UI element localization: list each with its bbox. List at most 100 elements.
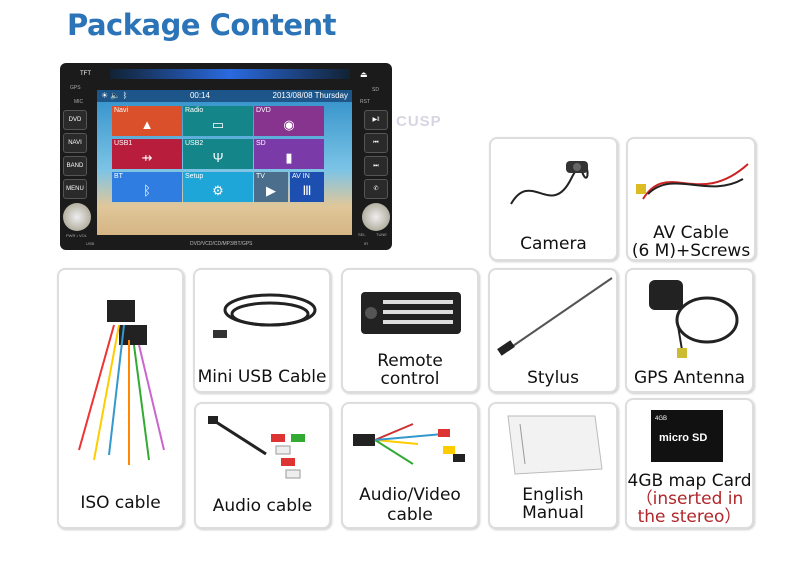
item-note-2: the stereo） [637,507,742,527]
usb2-icon: Ψ [212,150,224,165]
setup-icon: ⚙ [212,183,224,198]
item-label: 4GB map Card [627,471,752,491]
menu-button: MENU [63,179,87,199]
tile-label: Navi [114,107,129,114]
tile-label: USB2 [185,140,204,147]
tile-bt: BT ᛒ [112,172,182,202]
remote-image [361,292,461,334]
usb1-icon: ⇸ [141,150,153,165]
car-stereo-image: TFT ⏏ GPS MIC SD RST DVD NAVI BAND MENU … [60,63,392,250]
ir-label: IR [364,241,368,246]
item-audio-video: Audio/Video cable [341,402,479,529]
navi-icon: ▲ [140,117,154,132]
iso-cable-image [78,300,165,465]
tile-radio: Radio ▭ [183,106,253,136]
item-label: Audio/Video [359,485,461,505]
item-label-2: Manual [522,503,584,523]
stereo-screen: ☀ 🔈 ᛒ 00:14 2013/08/08 Thursday Navi ▲ Rad… [97,90,352,235]
page-title: Package Content [67,8,337,42]
item-label-2: (6 M)+Screws [631,241,751,261]
item-stylus: Stylus [488,268,618,393]
item-gps: GPS Antenna [625,268,754,393]
item-label: Audio cable [212,496,313,516]
tile-label: AV IN [292,173,310,180]
watermark: CUSP [396,113,442,130]
date: 2013/08/08 Thursday [272,91,348,100]
item-map-card: 4GB micro SD 4GB map Card （inserted in t… [625,398,754,529]
tune-knob [362,203,390,231]
item-label: Stylus [527,368,579,388]
item-label: ISO cable [80,493,161,513]
item-remote: Remote control [341,268,479,393]
tile-label: SD [256,140,266,147]
sel-label: SEL [358,232,366,237]
tune-label: TUNE [376,232,387,237]
audio-cable-image [208,416,305,479]
tile-setup: Setup ⚙ [183,172,253,202]
item-label: Mini USB Cable [197,367,327,387]
tile-label: TV [256,173,265,180]
tile-label: Setup [185,173,204,180]
tile-sd: SD▮ [254,139,324,169]
tile-dvd: DVD ◉ [254,106,324,136]
tile-navi: Navi ▲ [112,106,182,136]
radio-icon: ▭ [211,117,225,132]
feature-label: DVD/VCD/CD/MP3/BT/GPS [190,241,253,247]
mini-usb-image [213,293,317,338]
tft-label: TFT [80,71,91,77]
tile-label: BT [114,173,123,180]
tile-label: DVD [256,107,271,114]
sd-label: SD [372,87,379,93]
tile-label: USB1 [114,140,133,147]
item-label-2: cable [387,505,433,525]
tile-av-in: AV IN Ⅲ [290,172,324,202]
clock: 00:14 [189,91,210,100]
av-cable-image [353,423,465,465]
manual-image [507,415,603,475]
item-label: Remote [377,351,443,371]
item-audio-cable: Audio cable [194,402,331,529]
prev-icon: ⏮ [364,133,388,153]
bt-icon: ᛒ [143,183,151,198]
item-av-cable: AV Cable (6 M)+Screws [626,137,756,261]
usb-label: USB [86,241,95,246]
play-pause-icon: ▶‖ [364,110,388,130]
item-label: GPS Antenna [633,368,746,388]
stylus-image [497,277,613,356]
tile-tv: TV▶ [254,172,288,202]
band-button: BAND [63,156,87,176]
gps-antenna-image [649,280,739,358]
av-in-icon: Ⅲ [302,183,312,198]
rst-label: RST [360,99,370,105]
card-brand: micro SD [659,432,708,444]
pwr-label: PWR • VOL [66,233,87,238]
dvd-icon: ◉ [283,117,295,132]
item-mini-usb: Mini USB Cable [193,268,331,393]
item-iso-cable: ISO cable [57,268,184,529]
item-label-2: control [380,369,440,389]
tile-usb1: USB1 ⇸ [112,139,182,169]
av-cable-image [636,163,749,200]
navi-button: NAVI [63,133,87,153]
next-icon: ⏭ [364,156,388,176]
gps-label: GPS [70,85,81,91]
eject-icon: ⏏ [360,70,368,79]
volume-knob [63,203,91,231]
item-label: Camera [520,234,587,254]
mic-label: MIC [74,99,84,105]
disc-slot [110,69,350,79]
brightness-icon: ☀ 🔈 ᛒ [101,91,128,100]
card-size: 4GB [655,416,668,422]
phone-icon: ✆ [364,179,388,199]
status-bar: ☀ 🔈 ᛒ 00:14 2013/08/08 Thursday [97,90,352,102]
item-manual: English Manual [488,402,618,529]
item-camera: Camera [489,137,618,261]
item-note: （inserted in [635,489,744,509]
tile-label: Radio [185,107,204,114]
dvd-button: DVD [63,110,87,130]
item-label: English [522,485,584,505]
camera-image [510,161,589,205]
micro-sd-card-image: 4GB micro SD [651,410,723,462]
item-label: AV Cable [653,223,729,243]
